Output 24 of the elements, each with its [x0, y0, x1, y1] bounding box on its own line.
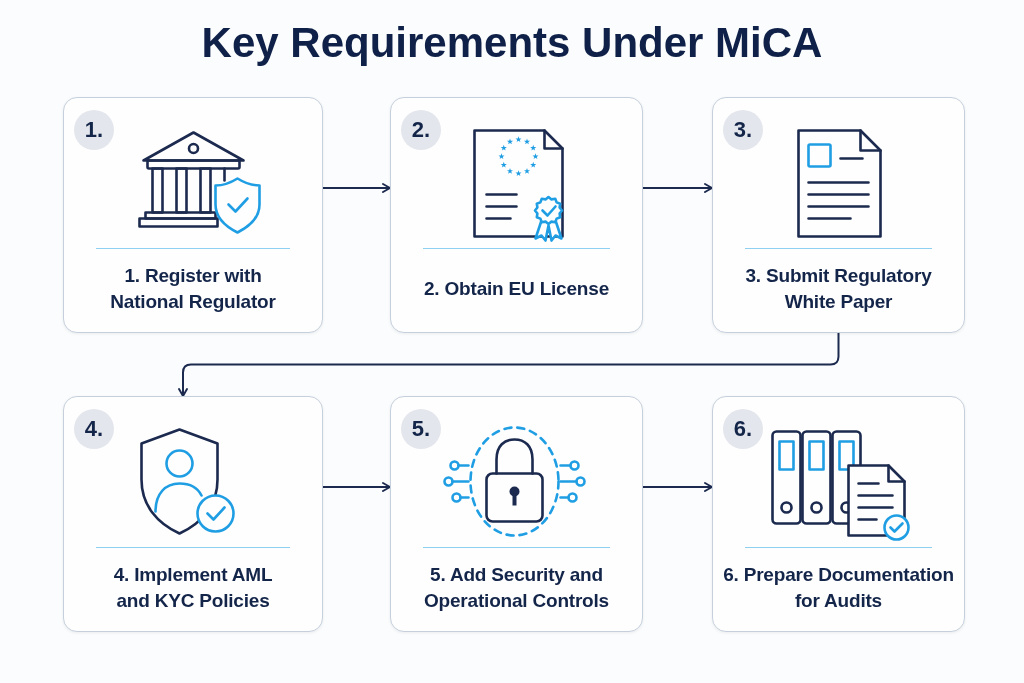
step-title: 4. Implement AML and KYC Policies	[112, 563, 274, 613]
step-title: 6. Prepare Documentation for Audits	[722, 563, 955, 613]
step-title: 2. Obtain EU License	[424, 277, 609, 301]
step-number: 1.	[74, 110, 114, 150]
step-number: 4.	[74, 409, 114, 449]
arrow	[322, 482, 391, 492]
step-number: 6.	[723, 409, 763, 449]
step-title: 3. Submit Regulatory White Paper	[744, 264, 933, 314]
arrow	[322, 183, 391, 193]
step-title: 1. Register with National Regulator	[109, 264, 277, 314]
step-number: 2.	[401, 110, 441, 150]
step-card	[63, 396, 323, 632]
step-number: 5.	[401, 409, 441, 449]
step-card	[712, 396, 965, 632]
arrow	[642, 183, 713, 193]
step-number: 3.	[723, 110, 763, 150]
step-title: 5. Add Security and Operational Controls	[423, 563, 610, 613]
step-card	[63, 97, 323, 333]
step-card	[390, 396, 643, 632]
step-card	[712, 97, 965, 333]
step-card	[390, 97, 643, 333]
arrow	[642, 482, 713, 492]
title: Key Requirements Under MiCA	[201, 18, 823, 68]
arrow	[178, 332, 840, 397]
